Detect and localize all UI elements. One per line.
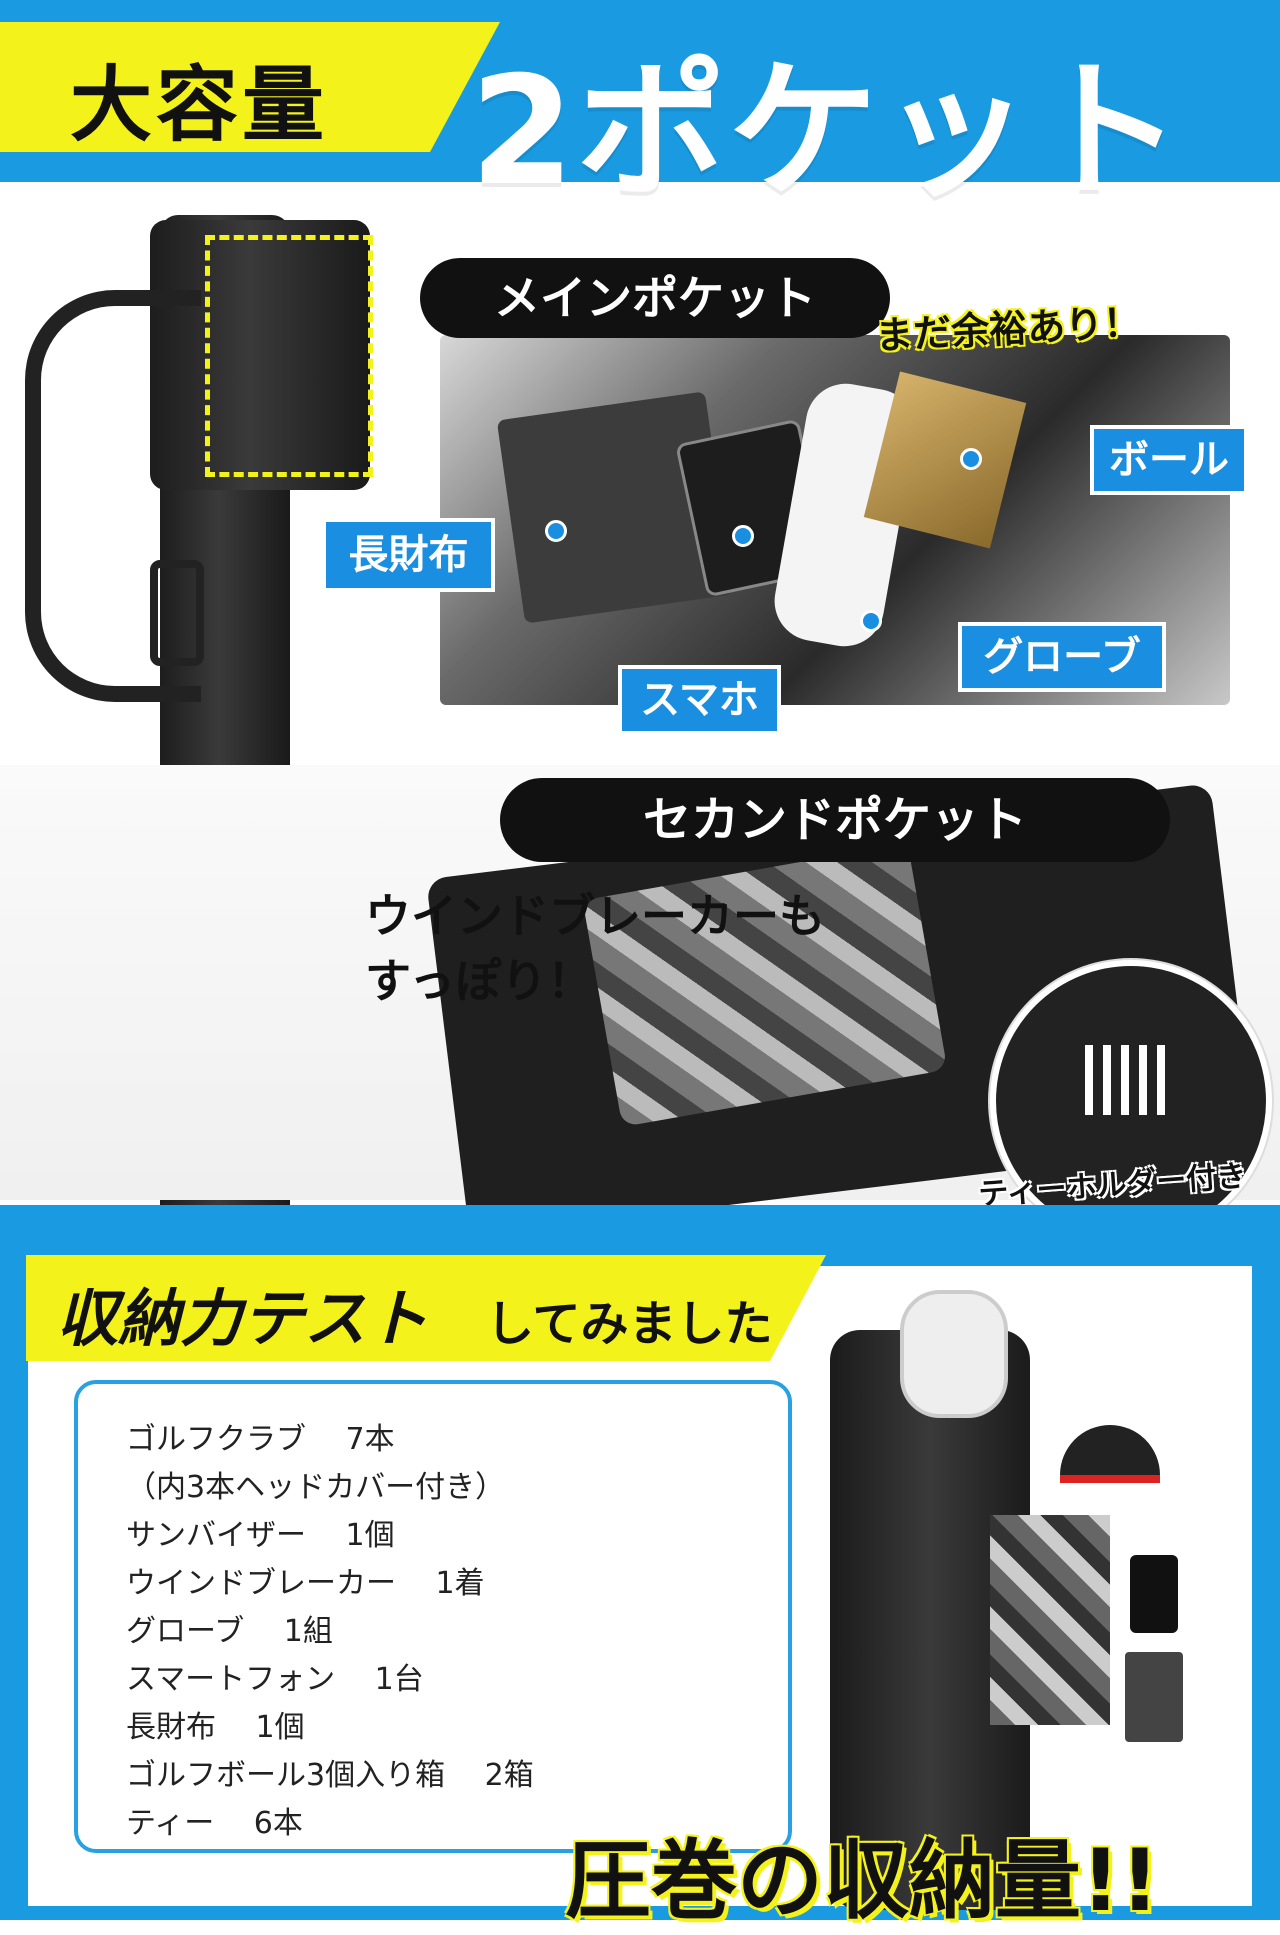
storage-test-heading-background <box>26 1255 826 1361</box>
wallet-test-image <box>1125 1652 1183 1742</box>
tees-image <box>1085 1045 1165 1115</box>
tag-ball: ボール <box>1090 425 1248 495</box>
tag-phone: スマホ <box>618 665 781 735</box>
smartphone-test-image <box>1130 1555 1178 1633</box>
header-label: 大容量 <box>70 58 329 153</box>
phone-pointer-dot <box>732 525 754 547</box>
windbreaker-caption-line1: ウインドブレーカーも <box>365 889 825 943</box>
storage-item-list: ゴルフクラブ 7本 （内3本ヘッドカバー付き） サンバイザー 1個 ウインドブレ… <box>74 1380 792 1853</box>
main-pocket-title: メインポケット <box>420 258 890 338</box>
tag-wallet: 長財布 <box>322 518 495 592</box>
list-item: ゴルフクラブ 7本 <box>126 1422 395 1457</box>
list-item: 長財布 1個 <box>126 1710 305 1745</box>
tag-glove: グローブ <box>958 622 1166 692</box>
windbreaker-test-image <box>990 1515 1110 1725</box>
windbreaker-caption-line2: すっぽり！ <box>365 954 594 1008</box>
ball-pointer-dot <box>960 448 982 470</box>
storage-test-heading-sub: してみました <box>486 1296 773 1352</box>
glove-pointer-dot <box>860 610 882 632</box>
second-pocket-title: セカンドポケット <box>500 778 1170 862</box>
list-item: （内3本ヘッドカバー付き） <box>126 1470 506 1505</box>
header-label-background <box>0 22 500 152</box>
club-headcover-image <box>900 1290 1008 1418</box>
tee-holder-zoom <box>990 960 1272 1242</box>
bag-handle <box>150 560 204 666</box>
list-item: スマートフォン 1台 <box>126 1662 424 1697</box>
list-item: サンバイザー 1個 <box>126 1518 395 1553</box>
storage-caption: 圧巻の収納量!! <box>565 1831 1160 1931</box>
header-stripe <box>0 182 1280 210</box>
list-item: ティー 6本 <box>126 1806 303 1841</box>
list-item: ウインドブレーカー 1着 <box>126 1566 485 1601</box>
wallet-pointer-dot <box>545 520 567 542</box>
list-item: グローブ 1組 <box>126 1614 333 1649</box>
list-item: ゴルフボール3個入り箱 2箱 <box>126 1758 534 1793</box>
storage-test-heading: 収納力テスト <box>56 1282 429 1355</box>
main-pocket-highlight <box>205 235 373 477</box>
header-title: 2ポケット <box>470 45 1185 219</box>
